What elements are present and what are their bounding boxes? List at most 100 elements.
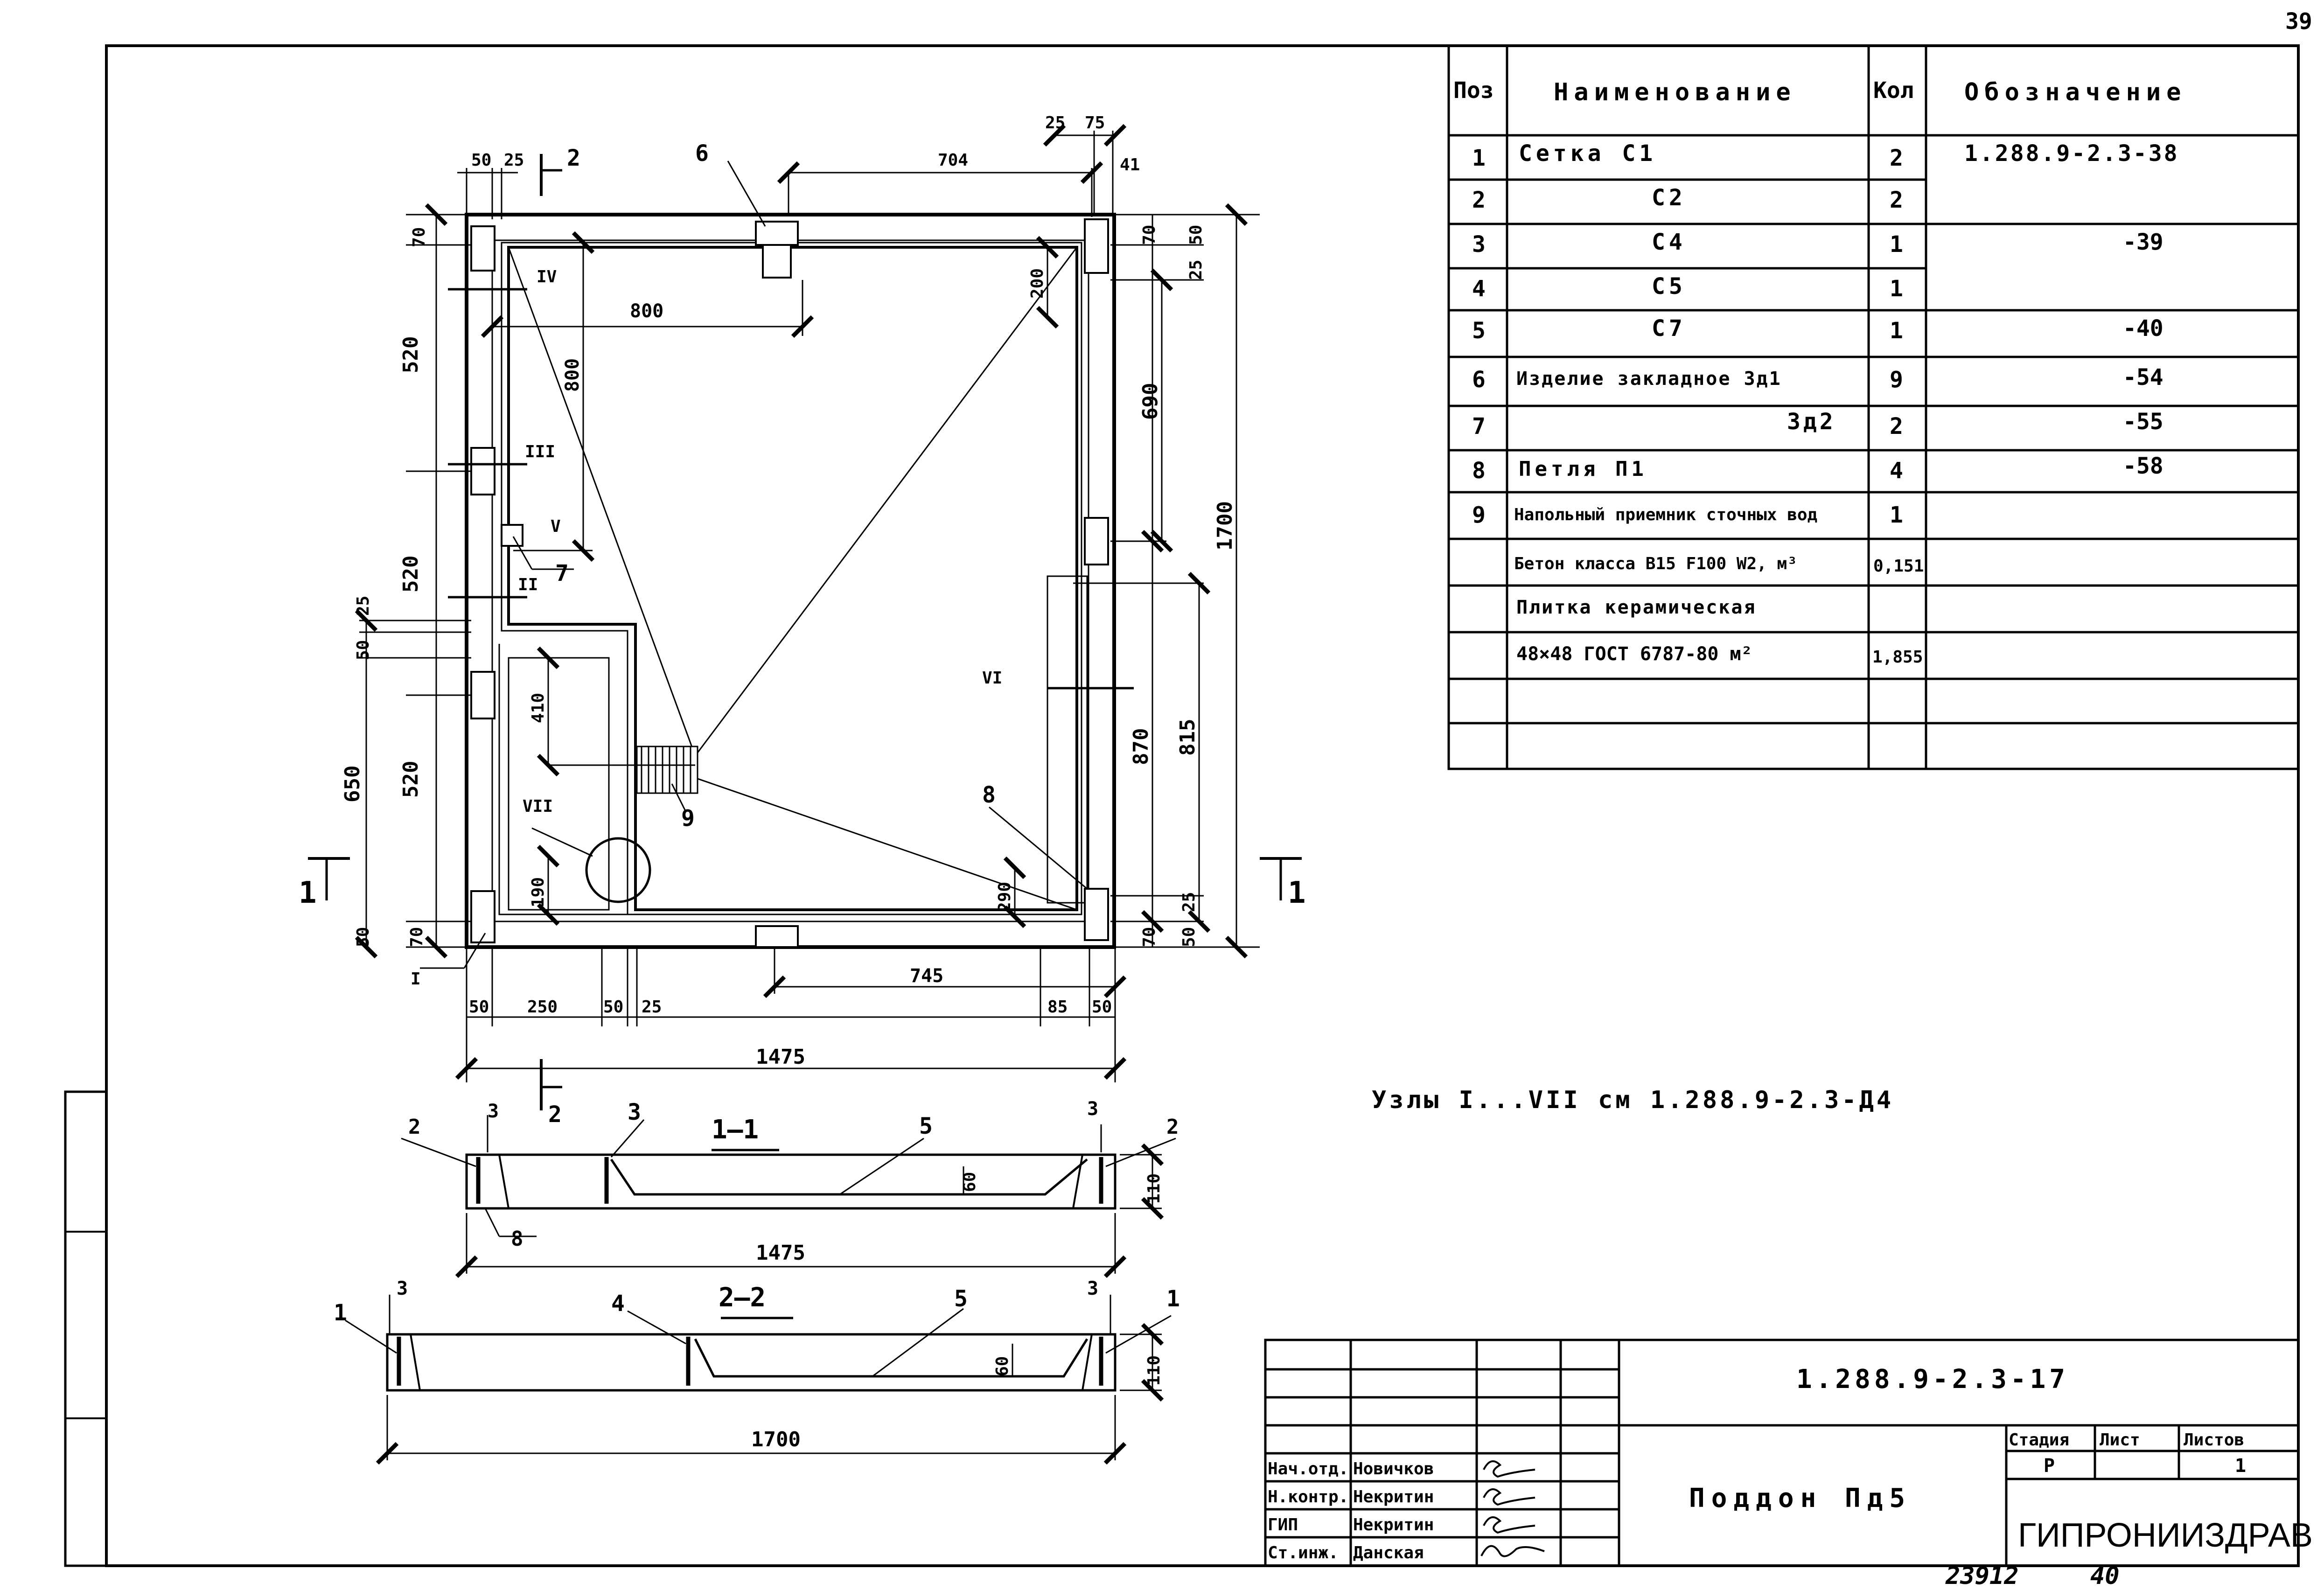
spec-row-name: С5 bbox=[1652, 273, 1686, 300]
spec-row-qty: 2 bbox=[1890, 413, 1903, 439]
dim-text: 25 bbox=[1179, 892, 1199, 912]
dim-text: 870 bbox=[1129, 728, 1153, 765]
section-label: 3 bbox=[628, 1099, 641, 1125]
role-label: Н.контр. bbox=[1268, 1487, 1348, 1506]
signature bbox=[1480, 1545, 1545, 1557]
dim-text: 1700 bbox=[1213, 501, 1237, 551]
spec-row-name: Бетон класса В15 F100 W2, м³ bbox=[1514, 554, 1797, 573]
node-label-ii: II bbox=[518, 575, 538, 594]
spec-row-name: С7 bbox=[1652, 315, 1686, 342]
dim-text: 25 bbox=[1045, 113, 1065, 132]
signature bbox=[1483, 1488, 1535, 1506]
archive-number: 23912 bbox=[1945, 1562, 2019, 1590]
section-2-2-title: 2—2 bbox=[719, 1283, 766, 1313]
dim-text: 520 bbox=[399, 336, 423, 373]
spec-row-pos: 8 bbox=[1472, 458, 1486, 484]
spec-row-qty: 4 bbox=[1890, 458, 1903, 484]
person-name: Некритин bbox=[1353, 1487, 1434, 1506]
section-label: 1 bbox=[1166, 1286, 1180, 1312]
section-mark-label: 1 bbox=[1288, 876, 1306, 910]
spec-row-qty: 1 bbox=[1890, 502, 1903, 528]
dim-text: 520 bbox=[399, 761, 423, 798]
callout-label: 9 bbox=[681, 805, 695, 831]
dim-text: 25 bbox=[354, 596, 373, 616]
spec-row-qty: 1 bbox=[1890, 276, 1903, 302]
spec-header-pos: Поз bbox=[1453, 77, 1494, 104]
section-label: 5 bbox=[919, 1113, 933, 1139]
person-name: Данская bbox=[1353, 1543, 1424, 1562]
dim-text: 200 bbox=[1028, 268, 1047, 299]
title-block: 1.288.9-2.3-17 Поддон Пд5 Стадия Лист Ли… bbox=[1264, 1339, 2313, 1567]
spec-row-name: Сетка С1 bbox=[1519, 140, 1656, 167]
spec-row-name: Изделие закладное Зд1 bbox=[1516, 368, 1782, 390]
spec-row-designation: -58 bbox=[2123, 453, 2163, 479]
stage-value: Р bbox=[2044, 1455, 2055, 1477]
sheets-label: Листов bbox=[2184, 1430, 2244, 1450]
section-label: 3 bbox=[1087, 1098, 1098, 1120]
dim-text: 410 bbox=[529, 693, 548, 723]
dim-text: 50 bbox=[469, 997, 489, 1017]
callout-label: 8 bbox=[982, 782, 996, 808]
section-1-1: 1—1 2 3 3 5 3 2 8 60 110 1475 bbox=[401, 1098, 1179, 1278]
role-label: Нач.отд. bbox=[1268, 1459, 1348, 1478]
plan-view: 50 25 2 704 25 75 41 6 70 520 520 25 50 … bbox=[299, 113, 1306, 1128]
dim-text: 70 bbox=[1140, 927, 1159, 947]
dim-text: 70 bbox=[410, 227, 429, 247]
dim-text: 290 bbox=[995, 882, 1014, 912]
section-label: 3 bbox=[488, 1101, 499, 1122]
organization: ГИПРОНИИЗДРАВ bbox=[2018, 1517, 2313, 1554]
section-mark-label: 1 bbox=[299, 876, 317, 910]
dim-text: 60 bbox=[993, 1356, 1012, 1376]
dim-text: 60 bbox=[960, 1172, 979, 1192]
node-label-vi: VI bbox=[982, 669, 1002, 688]
signature bbox=[1483, 1516, 1535, 1534]
node-label-iv: IV bbox=[537, 267, 557, 286]
archive-sheet-number: 40 bbox=[2090, 1562, 2120, 1590]
node-label-i: I bbox=[411, 969, 421, 989]
section-label: 3 bbox=[1087, 1278, 1098, 1299]
spec-row-pos: 7 bbox=[1472, 413, 1486, 439]
section-label: 8 bbox=[511, 1227, 523, 1251]
page-number: 39 bbox=[2285, 8, 2312, 35]
dim-text: 800 bbox=[562, 358, 583, 392]
spec-row-designation: -54 bbox=[2123, 364, 2163, 391]
signatures bbox=[1480, 1460, 1545, 1557]
dim-text: 800 bbox=[630, 300, 663, 322]
spec-header-designation: Обозначение bbox=[1964, 78, 2186, 106]
nodes-note: Узлы I...VII см 1.288.9-2.3-Д4 bbox=[1372, 1086, 1894, 1114]
spec-row-pos: 5 bbox=[1472, 318, 1486, 344]
dim-text: 1475 bbox=[756, 1045, 805, 1069]
callout-label: 7 bbox=[555, 560, 569, 586]
spec-row-name: С4 bbox=[1652, 229, 1686, 255]
spec-row-pos: 9 bbox=[1472, 502, 1486, 528]
section-label: 2 bbox=[1166, 1115, 1179, 1139]
spec-row-name: 48×48 ГОСТ 6787-80 м² bbox=[1516, 643, 1752, 665]
spec-row-name: Зд2 bbox=[1787, 409, 1836, 435]
dim-text: 190 bbox=[529, 877, 548, 907]
person-name: Некритин bbox=[1353, 1515, 1434, 1534]
dim-text: 70 bbox=[407, 927, 426, 947]
spec-row-pos: 6 bbox=[1472, 367, 1486, 393]
title-block-name: Поддон Пд5 bbox=[1689, 1483, 1912, 1513]
spec-row-pos: 4 bbox=[1472, 276, 1486, 302]
sheet-label: Лист bbox=[2100, 1430, 2140, 1450]
spec-row-qty: 1 bbox=[1890, 231, 1903, 258]
spec-header-name: Наименование bbox=[1554, 78, 1796, 106]
dim-text: 85 bbox=[1047, 997, 1068, 1017]
dim-text: 70 bbox=[1140, 225, 1159, 245]
spec-row-pos: 3 bbox=[1472, 231, 1486, 258]
dim-text: 50 bbox=[1092, 997, 1112, 1017]
section-mark-label: 2 bbox=[567, 145, 580, 171]
node-label-iii: III bbox=[525, 442, 555, 461]
dim-text: 50 bbox=[1179, 927, 1199, 947]
person-name: Новичков bbox=[1353, 1459, 1434, 1478]
sheets-value: 1 bbox=[2235, 1455, 2246, 1477]
dim-text: 50 bbox=[603, 997, 623, 1017]
spec-header-qty: Кол bbox=[1873, 77, 1914, 104]
spec-row-qty: 9 bbox=[1890, 367, 1903, 393]
role-label: Ст.инж. bbox=[1268, 1543, 1339, 1562]
dim-text: 110 bbox=[1145, 1173, 1164, 1204]
dim-text: 690 bbox=[1138, 383, 1162, 420]
dim-text: 50 bbox=[354, 927, 373, 947]
